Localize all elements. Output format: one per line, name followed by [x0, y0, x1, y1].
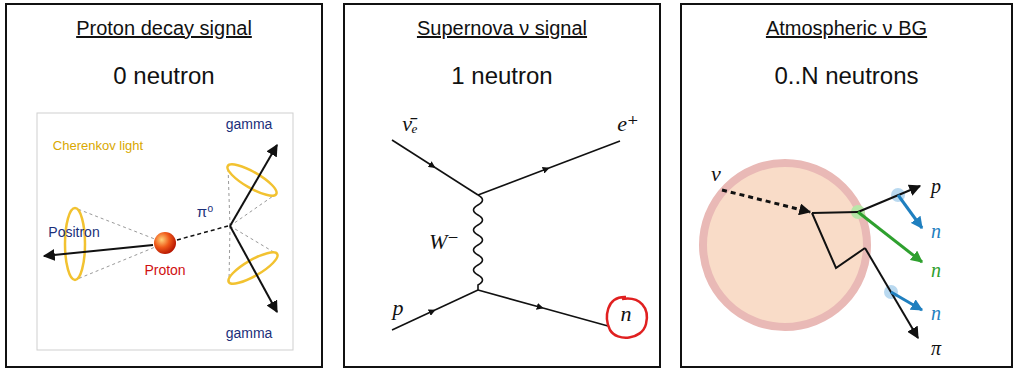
particle-symbol: e⁺: [617, 112, 638, 136]
proton-ball: [154, 232, 176, 254]
particle-label: π⁰: [197, 204, 213, 221]
signal-panel: Proton decay signal 0 neutron: [5, 3, 323, 368]
neutron-symbol: n: [931, 302, 941, 324]
neutrino-track: [722, 190, 810, 212]
cherenkov-label: Cherenkov light: [53, 139, 143, 153]
neutron-count: 0 neutron: [113, 62, 214, 90]
particle-symbol: ν̄ₑ: [402, 112, 418, 136]
neutron-count: 1 neutron: [451, 62, 552, 90]
particle-label: gamma: [226, 117, 273, 132]
zigzag-track: [812, 213, 865, 268]
panel-title: Proton decay signal: [76, 17, 252, 40]
pion-track: [177, 226, 228, 240]
gamma-track: [230, 145, 277, 226]
w-boson-wave: [474, 195, 483, 290]
gamma-track: [230, 226, 277, 312]
neutron-count: 0..N neutrons: [774, 62, 918, 90]
particle-symbol: p: [931, 175, 941, 197]
neutron-track: [891, 292, 922, 310]
neutron-symbol: n: [931, 220, 941, 242]
positron-track: [44, 245, 153, 256]
proton-track: [858, 186, 920, 212]
particle-symbol: n: [621, 302, 632, 326]
cherenkov-cone: [224, 159, 280, 201]
panel-title: Atmospheric ν BG: [766, 17, 927, 40]
signal-panel: Atmospheric ν BG 0..N neutrons: [680, 3, 1013, 368]
neutron-track: [858, 212, 922, 262]
nucleus: [703, 163, 867, 327]
neutron-circle: [607, 297, 647, 338]
feynman-diagram: [392, 140, 620, 330]
proton-decay-picture: [37, 113, 293, 350]
cherenkov-cone: [65, 208, 85, 280]
particle-symbol: π: [931, 337, 941, 359]
particle-label: Positron: [48, 225, 99, 240]
inset-frame: [37, 113, 293, 350]
neutron-track: [898, 195, 922, 228]
particle-symbol: p: [393, 296, 404, 320]
signal-panel: Supernova ν signal 1 neutron: [343, 3, 661, 368]
boson-symbol: W⁻: [429, 230, 459, 254]
panel-title: Supernova ν signal: [417, 17, 587, 40]
cone-guides: [75, 166, 277, 282]
particle-label: Proton: [144, 263, 185, 278]
particle-label: gamma: [226, 326, 273, 341]
nucleus-picture: [703, 163, 922, 338]
particle-symbol: ν: [711, 162, 721, 186]
neutron-symbol: n: [931, 259, 941, 281]
